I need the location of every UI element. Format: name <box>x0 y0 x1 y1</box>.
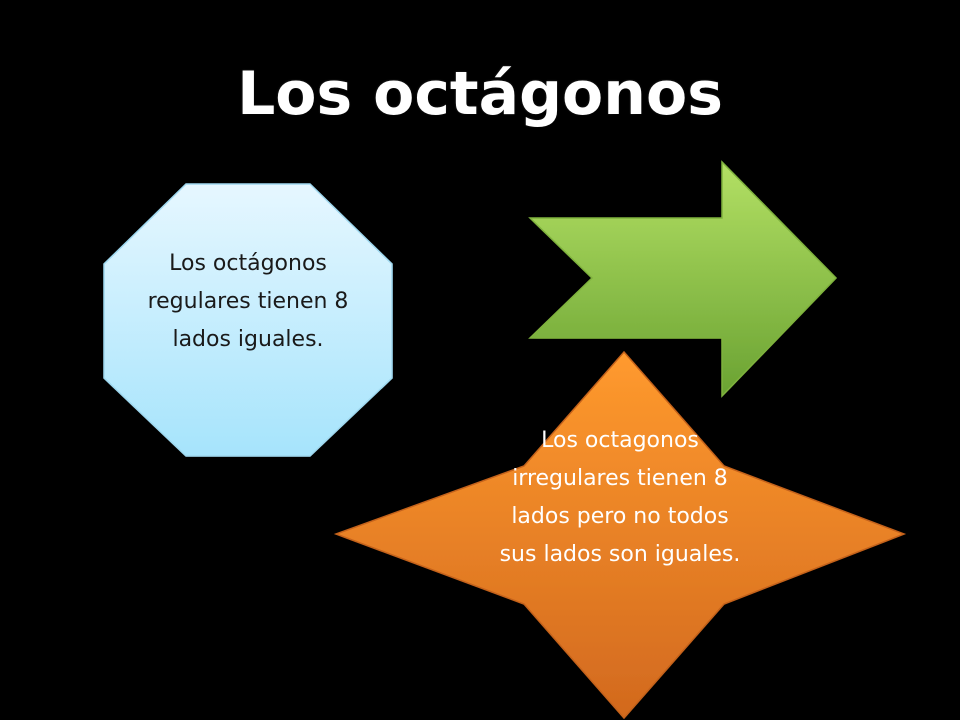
regular-octagon-shape <box>103 183 393 457</box>
irregular-octagon-text: Los octagonos irregulares tienen 8 lados… <box>499 428 741 567</box>
irregular-octagon-diamond-shape <box>333 350 907 720</box>
right-arrow-shape <box>528 160 838 398</box>
slide-title: Los octágonos <box>237 59 723 129</box>
regular-octagon-text: Los octágonos regulares tienen 8 lados i… <box>147 251 349 352</box>
